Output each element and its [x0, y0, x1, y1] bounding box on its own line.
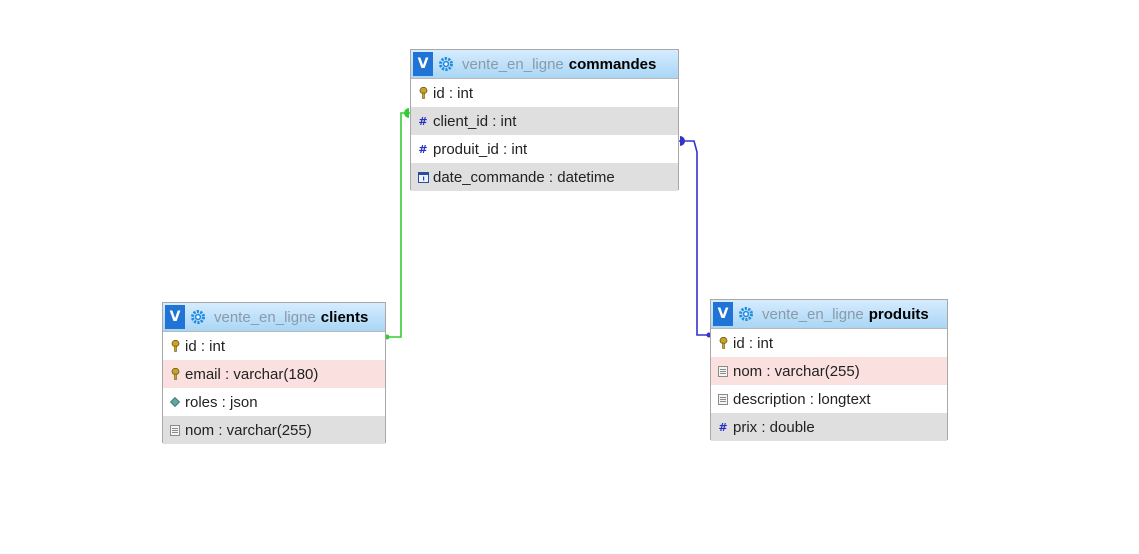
- database-name: vente_en_ligne: [462, 55, 564, 73]
- table-header-clients[interactable]: V vente_en_ligne clients: [163, 303, 385, 332]
- column-row-produit-id[interactable]: # produit_id : int: [411, 135, 678, 163]
- numeric-hash-icon: #: [418, 114, 428, 128]
- column-row-id[interactable]: id : int: [163, 332, 385, 360]
- gear-icon[interactable]: [189, 308, 207, 326]
- column-label: id : int: [185, 337, 226, 355]
- text-column-icon: [716, 393, 730, 405]
- relation-line-client[interactable]: [385, 112, 410, 338]
- column-label: id : int: [433, 84, 474, 102]
- column-row-id[interactable]: id : int: [411, 79, 678, 107]
- database-name: vente_en_ligne: [214, 308, 316, 326]
- column-row-client-id[interactable]: # client_id : int: [411, 107, 678, 135]
- table-produits[interactable]: V vente_en_ligne produits id : int nom :…: [710, 299, 948, 441]
- table-header-produits[interactable]: V vente_en_ligne produits: [711, 300, 947, 329]
- column-label: produit_id : int: [433, 140, 528, 158]
- relation-endpoint-produit-target: [680, 136, 685, 146]
- column-row-nom[interactable]: nom : varchar(255): [711, 357, 947, 385]
- primary-key-icon: [416, 87, 430, 99]
- column-row-nom[interactable]: nom : varchar(255): [163, 416, 385, 444]
- column-label: nom : varchar(255): [185, 421, 312, 439]
- table-clients[interactable]: V vente_en_ligne clients id : int email …: [162, 302, 386, 444]
- column-label: description : longtext: [733, 390, 871, 408]
- table-commandes[interactable]: V vente_en_ligne commandes id : int # cl…: [410, 49, 679, 191]
- column-label: roles : json: [185, 393, 258, 411]
- column-label: nom : varchar(255): [733, 362, 860, 380]
- column-row-id[interactable]: id : int: [711, 329, 947, 357]
- table-name: produits: [868, 305, 929, 323]
- column-row-email[interactable]: email : varchar(180): [163, 360, 385, 388]
- primary-key-icon: [716, 337, 730, 349]
- text-column-icon: [168, 424, 182, 436]
- column-label: id : int: [733, 334, 774, 352]
- unique-key-icon: [168, 368, 182, 380]
- relation-endpoint-client-target: [404, 108, 409, 118]
- toggle-columns-button[interactable]: V: [713, 302, 733, 326]
- column-row-prix[interactable]: # prix : double: [711, 413, 947, 441]
- numeric-hash-icon: #: [418, 142, 428, 156]
- primary-key-icon: [168, 340, 182, 352]
- column-label: date_commande : datetime: [433, 168, 615, 186]
- gear-icon[interactable]: [737, 305, 755, 323]
- column-row-description[interactable]: description : longtext: [711, 385, 947, 413]
- datetime-icon: [416, 171, 430, 183]
- column-row-roles[interactable]: roles : json: [163, 388, 385, 416]
- table-name: clients: [320, 308, 369, 326]
- toggle-columns-button[interactable]: V: [165, 305, 185, 329]
- table-name: commandes: [568, 55, 657, 73]
- table-header-commandes[interactable]: V vente_en_ligne commandes: [411, 50, 678, 79]
- column-label: client_id : int: [433, 112, 517, 130]
- numeric-hash-icon: #: [718, 420, 728, 434]
- relation-line-produit[interactable]: [679, 140, 711, 336]
- json-icon: [168, 397, 182, 407]
- column-label: prix : double: [733, 418, 815, 436]
- database-name: vente_en_ligne: [762, 305, 864, 323]
- gear-icon[interactable]: [437, 55, 455, 73]
- column-label: email : varchar(180): [185, 365, 319, 383]
- column-row-date-commande[interactable]: date_commande : datetime: [411, 163, 678, 191]
- text-column-icon: [716, 365, 730, 377]
- toggle-columns-button[interactable]: V: [413, 52, 433, 76]
